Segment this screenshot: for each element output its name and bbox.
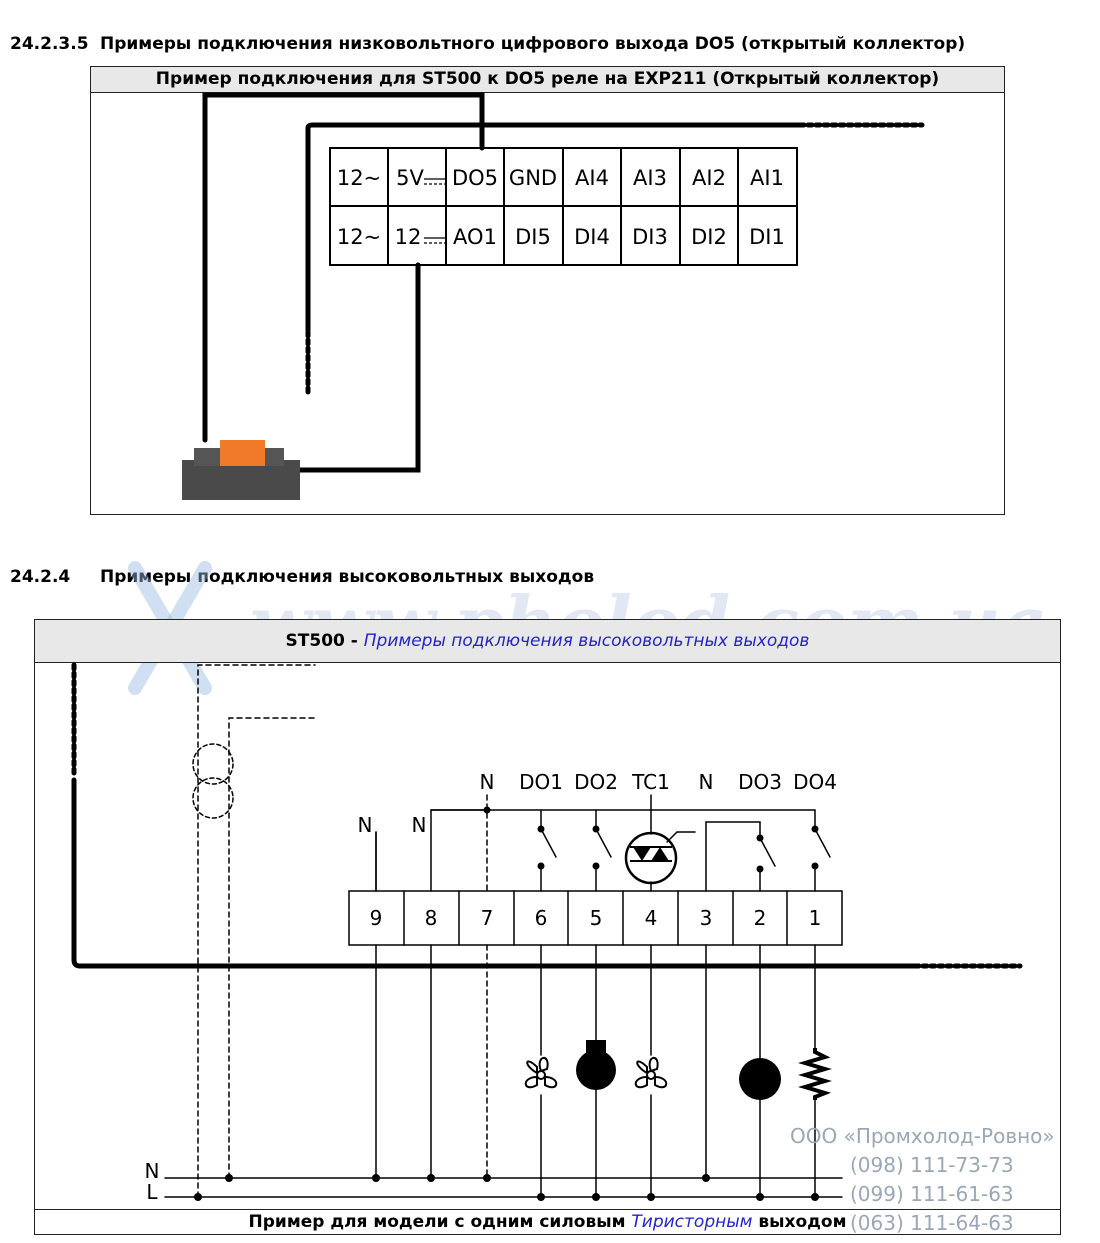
output-label: DO2 [574,770,618,794]
terminal-label: 12~ [337,166,381,190]
terminal-label: AI4 [575,166,609,190]
light-icon [739,1058,781,1100]
phone-number: (099) 111-61-63 [850,1182,1014,1206]
terminal-number: 4 [645,906,658,930]
output-label: N [480,770,495,794]
heater-resistor-icon [798,1048,832,1100]
terminal-label: 12 [395,225,422,249]
terminal-number: 7 [481,906,494,930]
fan-icon [634,1057,668,1089]
terminal-label: DI1 [749,225,785,249]
terminal-label: AI2 [692,166,726,190]
terminal-number: 2 [754,906,767,930]
section-number: 24.2.3.5 [10,34,89,54]
terminal-number: 8 [425,906,438,930]
section-title: Примеры подключения высоковольтных выход… [100,567,595,587]
contact-dots [194,806,819,1201]
bus-label-l: L [146,1180,158,1204]
section-heading-1: 24.2.3.5 Примеры подключения низковольтно… [10,34,965,54]
terminal-label: AO1 [453,225,497,249]
footer-prefix: Пример для модели с одним силовым [248,1212,632,1232]
output-label: N [699,770,714,794]
terminal-label: AI1 [750,166,784,190]
neutral-label: N [412,813,427,837]
diagram-title-italic: Примеры подключения высоковольтных выход… [363,631,810,651]
section-title: Примеры подключения низковольтного цифро… [100,34,966,54]
terminal-number: 9 [370,906,383,930]
bus-label-n: N [145,1159,160,1183]
terminal-label: 5V [396,166,424,190]
footer-italic: Тиристорным [631,1212,753,1232]
diagram-title-prefix: ST500 - [285,631,364,651]
contact-block: ООО «Промхолод-Ровно» (098) 111-73-73 (0… [790,1122,1055,1238]
terminal-label: 12~ [337,225,381,249]
output-label: DO4 [793,770,837,794]
diagram-footer: Пример для модели с одним силовым Тирист… [35,1209,1060,1234]
diagram-title: ST500 - Примеры подключения высоковольтн… [35,620,1060,663]
section-number: 24.2.4 [10,567,71,587]
output-label: DO1 [519,770,563,794]
terminal-label: DO5 [452,166,498,190]
company-name: ООО «Промхолод-Ровно» [790,1124,1055,1148]
phone-number: (098) 111-73-73 [850,1153,1014,1177]
terminal-number: 3 [700,906,713,930]
footer-suffix: выходом [752,1212,847,1232]
triac-icon [630,846,672,862]
low-voltage-wiring [202,92,925,473]
terminal-number: 5 [590,906,603,930]
section-heading-2: 24.2.4 Примеры подключения высоковольтных… [10,567,594,587]
compressor-icon [576,1040,616,1090]
diagram-high-voltage: ST500 - Примеры подключения высоковольтн… [34,619,1061,1235]
neutral-label: N [358,813,373,837]
relay-icon [182,440,300,500]
phone-number: (063) 111-64-63 [850,1211,1014,1235]
terminal-label: DI2 [691,225,727,249]
fan-icon [524,1057,558,1089]
terminal-label: GND [509,166,557,190]
diagram-title: Пример подключения для ST500 к DO5 реле … [91,67,1004,93]
terminal-label: DI5 [515,225,551,249]
output-label: TC1 [631,770,670,794]
terminal-number: 6 [535,906,548,930]
terminal-label: AI3 [633,166,667,190]
high-voltage-wiring [71,662,1023,1198]
dc-symbol-icon [424,178,446,244]
terminal-label: DI4 [574,225,610,249]
terminal-label: DI3 [632,225,668,249]
diagram-low-voltage: Пример подключения для ST500 к DO5 реле … [90,66,1005,515]
terminal-number: 1 [809,906,822,930]
output-label: DO3 [738,770,782,794]
